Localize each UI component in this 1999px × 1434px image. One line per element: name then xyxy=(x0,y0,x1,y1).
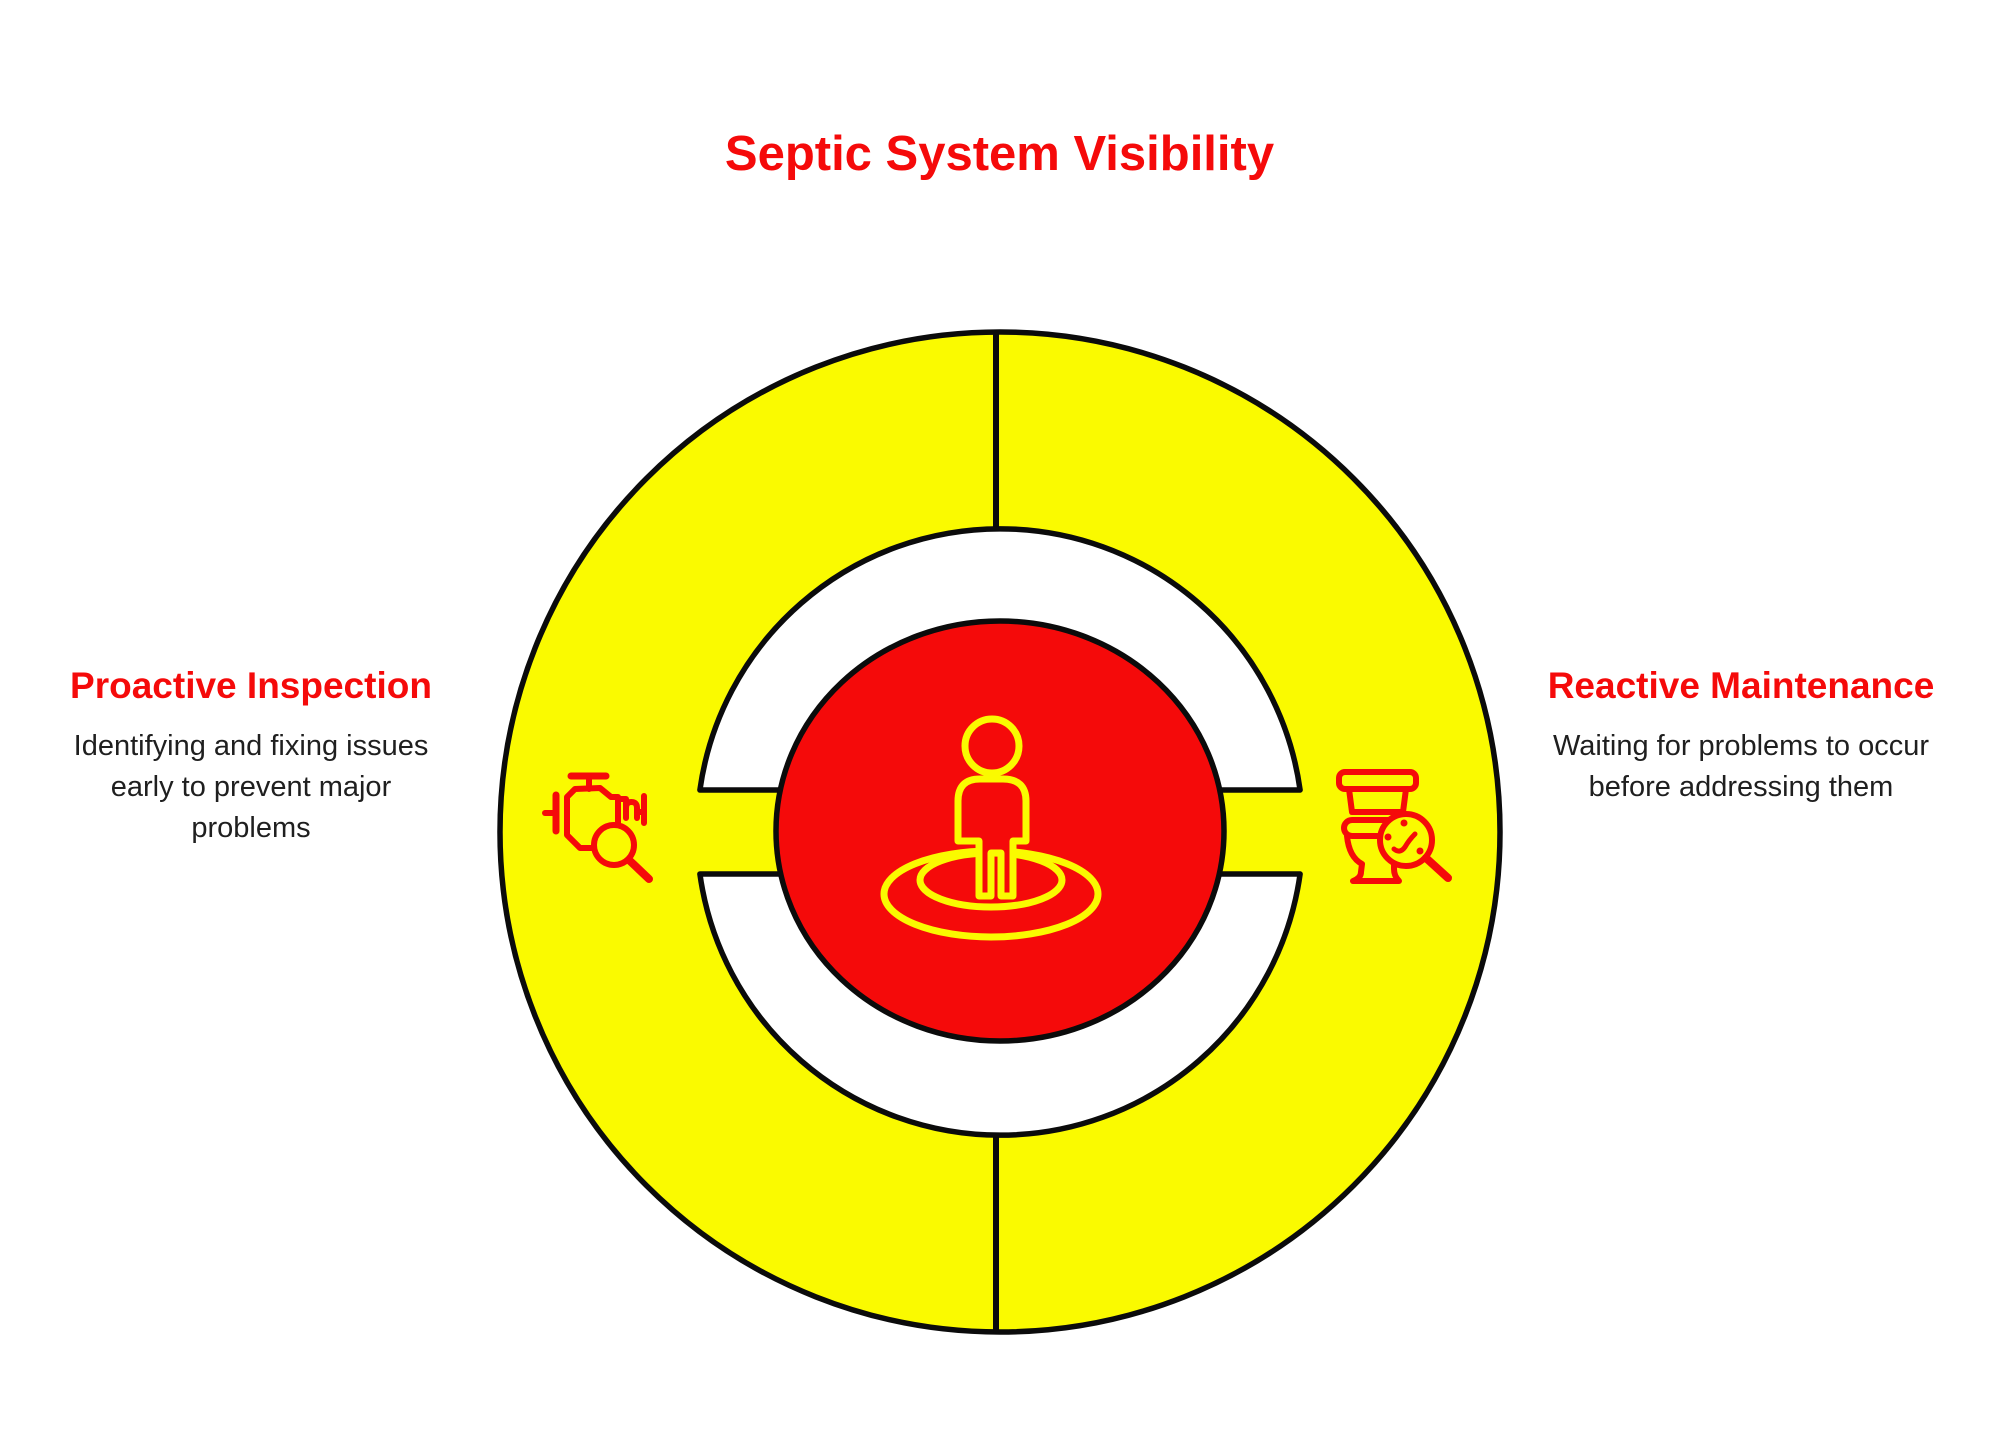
left-segment-label: Proactive Inspection Identifying and fix… xyxy=(60,660,442,849)
toilet-tank-lid xyxy=(1336,769,1419,792)
toilet-bowl-base xyxy=(1344,833,1402,884)
toilet-tank xyxy=(1346,786,1409,815)
engine-right-connector xyxy=(615,793,647,826)
left-segment-description: Identifying and fixing issues early to p… xyxy=(73,730,429,844)
engine-inspection-icon xyxy=(542,772,653,883)
engine-magnifier-lens xyxy=(591,822,637,868)
person-body xyxy=(954,775,1030,900)
left-segment-heading: Proactive Inspection xyxy=(70,665,432,706)
engine-magnifier-handle xyxy=(625,856,653,883)
germ-squiggle xyxy=(1391,831,1418,854)
person-location-icon xyxy=(880,715,1102,941)
toilet-germs-inspection-icon xyxy=(1336,769,1452,884)
page-title: Septic System Visibility xyxy=(724,127,1275,181)
right-segment-heading: Reactive Maintenance xyxy=(1547,665,1935,706)
person-head xyxy=(961,715,1023,777)
germ-dot-top xyxy=(1400,819,1408,827)
right-segment-description: Waiting for problems to occur before add… xyxy=(1552,730,1930,803)
germ-dot-left xyxy=(1384,833,1392,841)
germ-dot-bottom xyxy=(1416,847,1424,855)
toilet-magnifier-handle xyxy=(1422,854,1452,882)
right-segment-label: Reactive Maintenance Waiting for problem… xyxy=(1543,660,1939,808)
